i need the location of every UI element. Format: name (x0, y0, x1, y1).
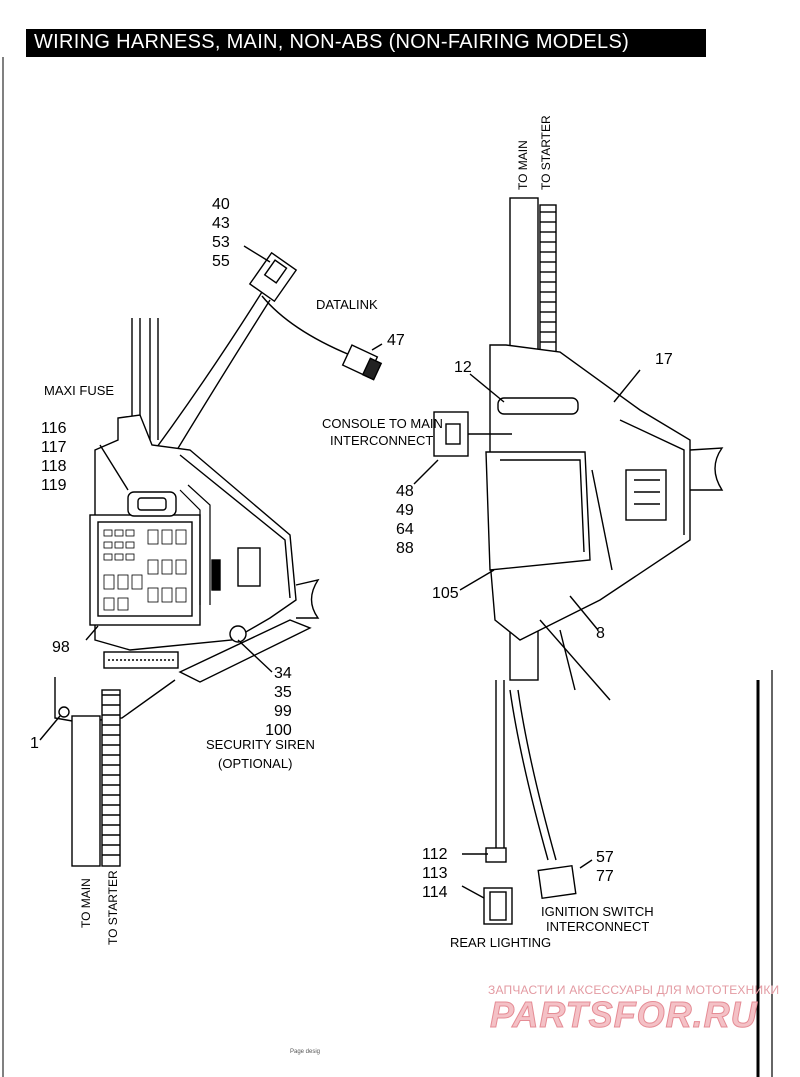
datalink-connector (248, 251, 298, 303)
callout-99: 99 (274, 703, 292, 720)
label-maxi-fuse: MAXI FUSE (44, 383, 115, 398)
title-bar: WIRING HARNESS, MAIN, NON-ABS (NON-FAIRI… (26, 29, 706, 57)
callout-group-116: 116 117 118 119 (41, 419, 67, 495)
callout-group-40: 40 43 53 55 (212, 195, 230, 271)
callout-53: 53 (212, 234, 230, 251)
callout-12: 12 (454, 359, 472, 376)
label-to-starter-top: TO STARTER (539, 115, 553, 190)
label-to-main-bottom: TO MAIN (79, 878, 93, 928)
label-ignition-interconnect: INTERCONNECT (546, 919, 650, 934)
callout-group-34: 34 35 99 100 (230, 664, 292, 740)
label-ignition-switch: IGNITION SWITCH (541, 904, 654, 919)
corrugated-conduit-left (101, 689, 121, 867)
ignition-switch-connector (537, 864, 577, 900)
callout-1: 1 (30, 735, 39, 752)
callout-49: 49 (396, 502, 414, 519)
callout-114: 114 (422, 884, 448, 901)
label-rear-lighting: REAR LIGHTING (450, 935, 552, 950)
callout-55: 55 (212, 253, 230, 270)
connector-47 (341, 344, 383, 381)
callout-88: 88 (396, 540, 414, 557)
callout-112: 112 (422, 846, 448, 863)
callout-17: 17 (655, 351, 673, 368)
callout-64: 64 (396, 521, 414, 538)
callout-8: 8 (596, 625, 605, 642)
callout-57: 57 (596, 849, 614, 866)
callout-group-57: 57 77 (596, 848, 614, 886)
callout-113: 113 (422, 865, 448, 882)
label-to-main-top: TO MAIN (516, 140, 530, 190)
label-console-interconnect: INTERCONNECT (330, 433, 434, 448)
callout-105: 105 (432, 585, 459, 602)
callout-77: 77 (596, 868, 614, 885)
callout-119: 119 (41, 477, 67, 494)
callout-117: 117 (41, 439, 67, 456)
callout-43: 43 (212, 215, 230, 232)
label-datalink: DATALINK (316, 297, 378, 312)
left-harness-assembly (39, 245, 383, 867)
maxi-fuse (127, 491, 177, 517)
callout-118: 118 (41, 458, 67, 475)
watermark-tagline: ЗАПЧАСТИ И АКСЕССУАРЫ ДЛЯ МОТОТЕХНИКИ (488, 983, 780, 997)
callout-group-48: 48 49 64 88 (396, 482, 414, 558)
callout-47: 47 (387, 332, 405, 349)
watermark-logo: PARTSFOR.RU (490, 994, 758, 1036)
callout-48: 48 (396, 483, 414, 500)
label-to-starter-bottom: TO STARTER (106, 870, 120, 945)
callout-40: 40 (212, 196, 230, 213)
rear-lighting-connector (483, 847, 513, 925)
callout-100: 100 (265, 722, 292, 739)
callout-group-112: 112 113 114 (422, 845, 448, 902)
label-security-siren: SECURITY SIREN (206, 737, 315, 752)
label-security-siren-optional: (OPTIONAL) (218, 756, 293, 771)
callout-35: 35 (274, 684, 292, 701)
fuse-block (89, 514, 201, 626)
callout-34: 34 (274, 665, 292, 682)
diagram-title: WIRING HARNESS, MAIN, NON-ABS (NON-FAIRI… (34, 31, 630, 53)
right-harness-assembly (413, 197, 724, 925)
page-footer: Page desig (290, 1049, 321, 1055)
console-connector (433, 411, 512, 457)
callout-116: 116 (41, 420, 67, 437)
security-siren (229, 625, 247, 643)
central-module (485, 451, 591, 571)
label-console-to-main: CONSOLE TO MAIN (322, 416, 443, 431)
callout-98: 98 (52, 639, 70, 656)
